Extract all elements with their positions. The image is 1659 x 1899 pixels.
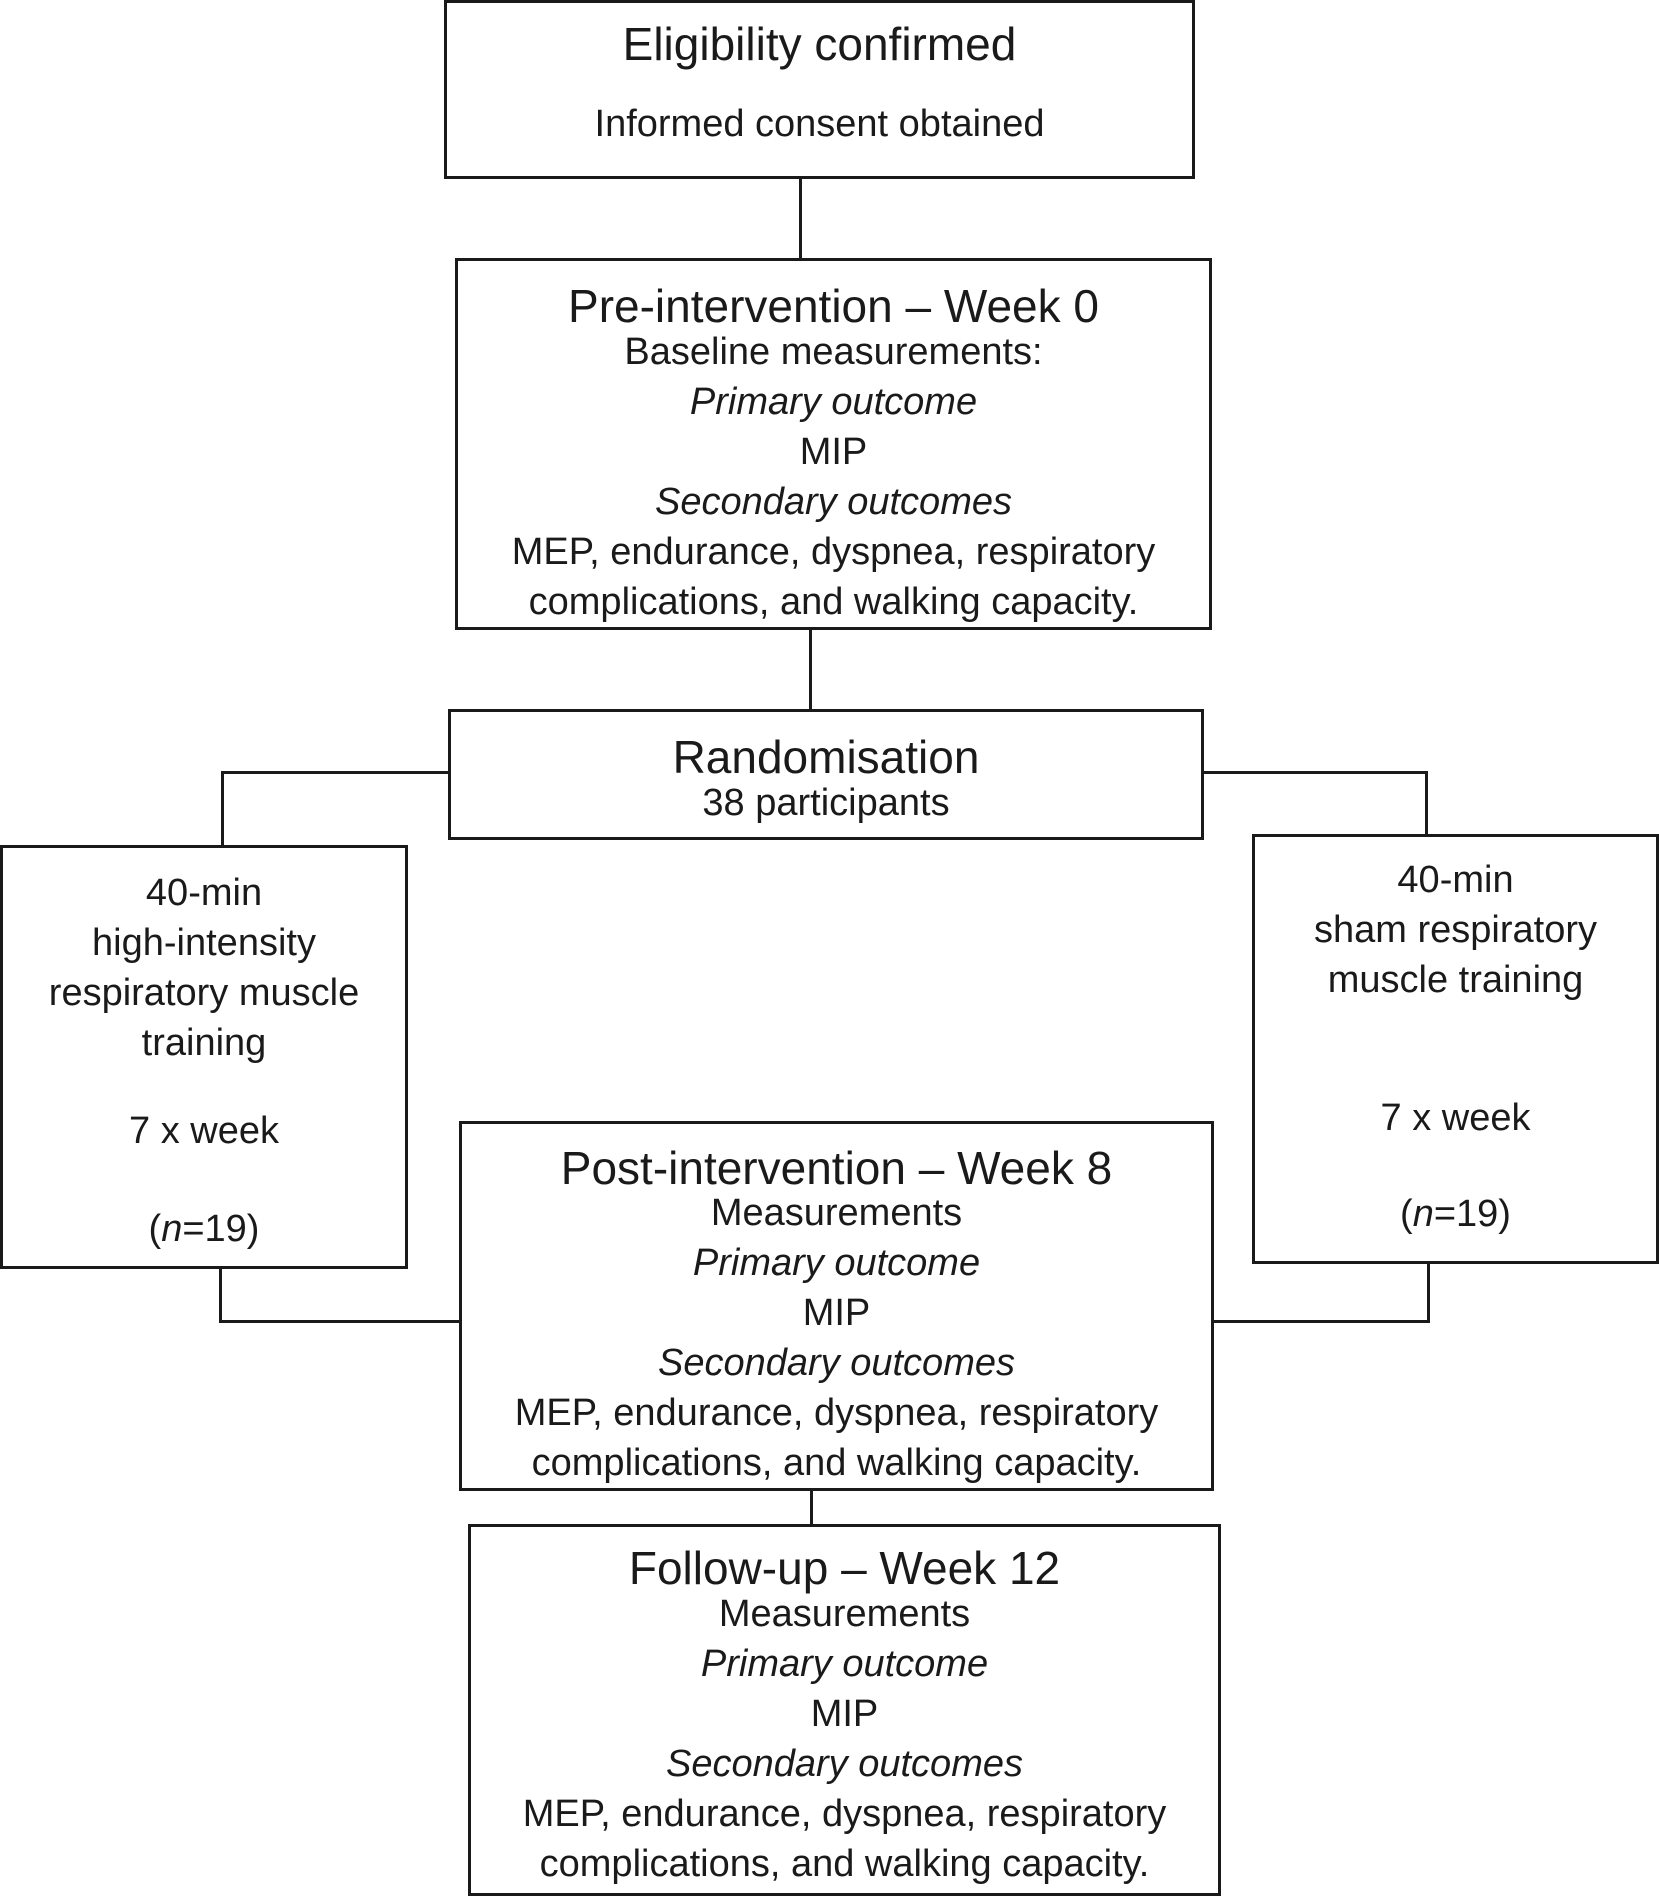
- post-primary-value: MIP: [802, 1292, 871, 1334]
- pre-heading: Baseline measurements:: [624, 331, 1043, 373]
- right-arm-sample-size: (n=19): [1400, 1193, 1511, 1235]
- followup-secondary-label: Secondary outcomes: [666, 1743, 1023, 1785]
- followup-primary-value: MIP: [810, 1693, 879, 1735]
- left-arm-sample-size: (n=19): [148, 1208, 260, 1250]
- pre-secondary-line2: complications, and walking capacity.: [528, 581, 1139, 623]
- followup-title: Follow-up – Week 12: [628, 1542, 1061, 1594]
- post-heading: Measurements: [710, 1192, 963, 1234]
- connector-left-post-v: [219, 1266, 222, 1323]
- right-arm-line3: muscle training: [1327, 959, 1584, 1001]
- followup-heading: Measurements: [718, 1593, 971, 1635]
- connector-pre-randomisation: [809, 628, 812, 711]
- connector-left-post-h: [219, 1320, 462, 1323]
- left-arm-frequency: 7 x week: [129, 1110, 279, 1152]
- connector-randomisation-left-h: [221, 771, 451, 774]
- pre-primary-value: MIP: [799, 431, 868, 473]
- connector-post-followup: [810, 1490, 813, 1526]
- left-arm-line1: 40-min: [145, 872, 263, 914]
- post-primary-label: Primary outcome: [692, 1242, 981, 1284]
- right-arm-line2: sham respiratory: [1314, 909, 1597, 951]
- randomisation-box: Randomisation 38 participants: [448, 709, 1204, 840]
- eligibility-subtitle: Informed consent obtained: [594, 103, 1045, 145]
- right-arm-frequency: 7 x week: [1380, 1097, 1531, 1139]
- randomisation-title: Randomisation: [672, 731, 980, 783]
- left-arm-line2: high-intensity: [92, 922, 316, 964]
- connector-randomisation-left-v: [221, 771, 224, 847]
- eligibility-title: Eligibility confirmed: [622, 18, 1017, 70]
- eligibility-box: Eligibility confirmed Informed consent o…: [444, 0, 1195, 179]
- followup-secondary-line1: MEP, endurance, dyspnea, respiratory: [522, 1793, 1167, 1835]
- intervention-arm-box: 40-min high-intensity respiratory muscle…: [0, 845, 408, 1269]
- pre-primary-label: Primary outcome: [689, 381, 978, 423]
- right-arm-line1: 40-min: [1397, 859, 1514, 901]
- connector-right-post-v: [1427, 1262, 1430, 1323]
- follow-up-box: Follow-up – Week 12 Measurements Primary…: [468, 1524, 1221, 1896]
- sham-arm-box: 40-min sham respiratory muscle training …: [1252, 834, 1659, 1264]
- connector-randomisation-right-v: [1425, 771, 1428, 837]
- followup-primary-label: Primary outcome: [700, 1643, 989, 1685]
- post-title: Post-intervention – Week 8: [560, 1142, 1113, 1194]
- left-arm-line3: respiratory muscle: [48, 972, 360, 1014]
- post-secondary-line2: complications, and walking capacity.: [531, 1442, 1142, 1484]
- post-intervention-box: Post-intervention – Week 8 Measurements …: [459, 1121, 1214, 1491]
- connector-eligibility-pre: [799, 177, 802, 260]
- pre-title: Pre-intervention – Week 0: [568, 280, 1099, 332]
- pre-intervention-box: Pre-intervention – Week 0 Baseline measu…: [455, 258, 1212, 630]
- connector-right-post-h: [1211, 1320, 1430, 1323]
- connector-randomisation-right-h: [1200, 771, 1428, 774]
- pre-secondary-line1: MEP, endurance, dyspnea, respiratory: [511, 531, 1156, 573]
- pre-secondary-label: Secondary outcomes: [655, 481, 1012, 523]
- followup-secondary-line2: complications, and walking capacity.: [539, 1843, 1150, 1885]
- post-secondary-line1: MEP, endurance, dyspnea, respiratory: [514, 1392, 1159, 1434]
- left-arm-line4: training: [141, 1022, 267, 1064]
- randomisation-participants: 38 participants: [702, 782, 950, 824]
- post-secondary-label: Secondary outcomes: [658, 1342, 1015, 1384]
